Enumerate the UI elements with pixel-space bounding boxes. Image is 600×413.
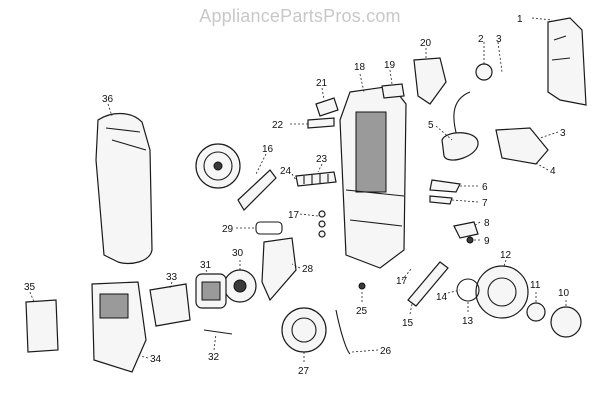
callout-25: 25 (356, 306, 368, 317)
callout-14: 14 (436, 292, 448, 303)
part-side-cap-35 (25, 299, 59, 353)
callout-17b: 17 (396, 276, 408, 287)
part-bracket-19 (381, 83, 405, 99)
part-wheel-arm-16 (237, 169, 277, 211)
part-belt-29 (255, 221, 283, 235)
part-latch-21 (315, 97, 339, 117)
callout-33: 33 (166, 272, 178, 283)
part-motor-31 (195, 273, 227, 309)
callout-22: 22 (272, 120, 284, 131)
callout-11: 11 (530, 280, 541, 291)
callout-5: 5 (428, 120, 434, 131)
callout-12: 12 (500, 250, 512, 261)
part-arm-15 (407, 261, 449, 307)
part-side-panel (547, 17, 587, 106)
part-screw-25 (358, 282, 366, 290)
callout-30: 30 (232, 248, 244, 259)
part-filter-23 (295, 171, 337, 187)
callout-8: 8 (484, 218, 490, 229)
callout-9: 9 (484, 236, 490, 247)
callout-29: 29 (222, 224, 234, 235)
part-hose (441, 91, 479, 161)
part-latch-6 (429, 179, 461, 193)
callout-7: 7 (482, 198, 488, 209)
callout-3: 3 (496, 34, 502, 45)
part-latch-7 (429, 195, 453, 205)
part-cyclone-housing (495, 127, 549, 165)
watermark: AppliancePartsPros.com (199, 6, 401, 26)
leader-lines (29, 17, 567, 362)
callout-28: 28 (302, 264, 314, 275)
callout-26: 26 (380, 346, 392, 357)
callout-15: 15 (402, 318, 414, 329)
callout-1: 1 (517, 14, 523, 25)
part-motor-cover-33 (149, 283, 191, 327)
part-fan-30 (223, 269, 257, 303)
part-duct-28 (261, 237, 297, 302)
callout-27: 27 (298, 366, 310, 377)
part-washers-17 (318, 210, 326, 238)
part-wheel-right (456, 265, 529, 319)
callout-3b: 3 (560, 128, 566, 139)
callout-16: 16 (262, 144, 274, 155)
callout-2: 2 (478, 34, 484, 45)
callout-21: 21 (316, 78, 328, 89)
callout-34: 34 (150, 354, 162, 365)
part-base-34 (91, 281, 147, 373)
callout-32: 32 (208, 352, 220, 363)
part-wheel-left (195, 143, 241, 189)
part-cap-10 (550, 306, 582, 338)
part-pedal-8 (453, 221, 479, 239)
part-strip-32 (203, 329, 233, 335)
callout-19: 19 (384, 60, 396, 71)
callout-20: 20 (420, 38, 432, 49)
part-brush-roll-27 (281, 307, 327, 353)
callout-31: 31 (200, 260, 212, 271)
callout-6: 6 (482, 182, 488, 193)
part-front-cover (95, 112, 153, 265)
callout-17: 17 (288, 210, 300, 221)
callout-13: 13 (462, 316, 474, 327)
callout-18: 18 (354, 62, 366, 73)
part-cap (475, 63, 493, 81)
callout-35: 35 (24, 282, 36, 293)
callout-36: 36 (102, 94, 114, 105)
part-filter-grid (303, 174, 329, 184)
callout-24: 24 (280, 166, 292, 177)
part-handle-upper (413, 57, 447, 105)
callout-10: 10 (558, 288, 570, 299)
callout-labels: 1 2 3 3 4 5 6 7 8 9 10 11 12 13 14 15 16… (24, 14, 570, 377)
callout-4: 4 (550, 166, 556, 177)
part-main-frame (339, 85, 407, 269)
part-rod-26 (335, 309, 351, 355)
part-screw-9 (466, 236, 474, 244)
part-hub-11 (526, 302, 546, 322)
callout-23: 23 (316, 154, 328, 165)
part-bracket-22 (307, 117, 335, 129)
